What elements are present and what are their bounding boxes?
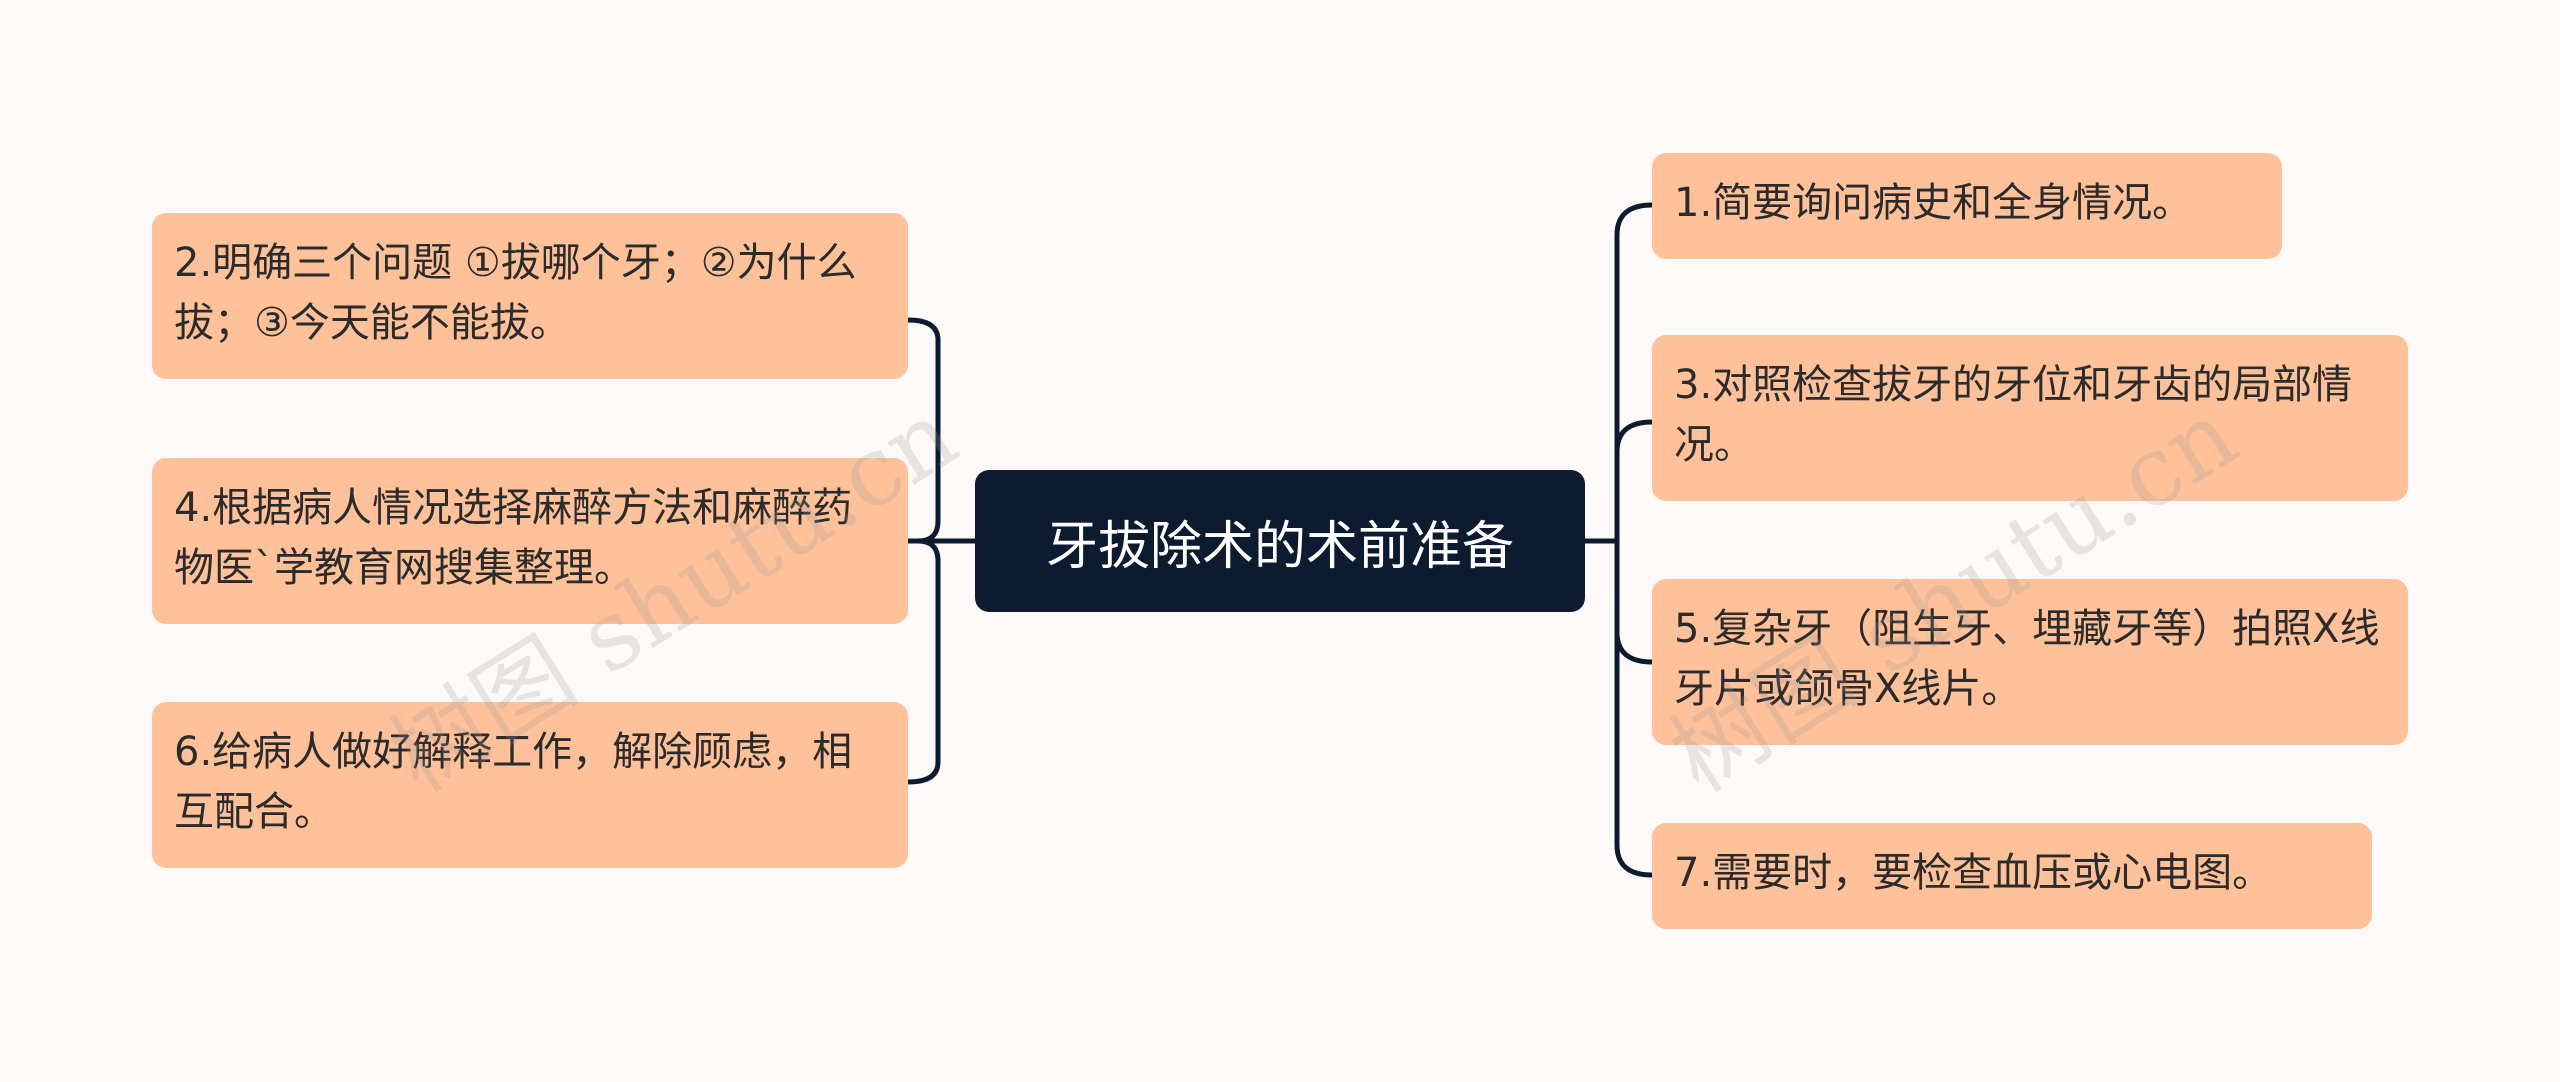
connector-right-node-4: [1614, 538, 1655, 878]
central-topic[interactable]: 牙拔除术的术前准备: [975, 470, 1585, 612]
connector-right-node-3: [1614, 538, 1655, 665]
topic-node-4[interactable]: 4.根据病人情况选择麻醉方法和麻醉药物医`学教育网搜集整理。: [152, 458, 908, 624]
topic-node-label: 6.给病人做好解释工作，解除顾虑，相互配合。: [174, 729, 853, 835]
topic-node-label: 4.根据病人情况选择麻醉方法和麻醉药物医`学教育网搜集整理。: [174, 485, 853, 591]
topic-node-label: 5.复杂牙（阻生牙、埋藏牙等）拍照X线牙片或颌骨X线片。: [1674, 606, 2380, 712]
connector-left-node-3: [905, 538, 941, 785]
topic-node-label: 7.需要时，要检查血压或心电图。: [1674, 850, 2273, 896]
connector-left-node-1: [905, 317, 941, 544]
connector-right-node-2: [1614, 419, 1655, 544]
topic-node-3[interactable]: 3.对照检查拔牙的牙位和牙齿的局部情况。: [1652, 335, 2408, 501]
topic-node-7[interactable]: 7.需要时，要检查血压或心电图。: [1652, 823, 2372, 929]
topic-node-6[interactable]: 6.给病人做好解释工作，解除顾虑，相互配合。: [152, 702, 908, 868]
central-topic-label: 牙拔除术的术前准备: [1045, 516, 1514, 577]
topic-node-5[interactable]: 5.复杂牙（阻生牙、埋藏牙等）拍照X线牙片或颌骨X线片。: [1652, 579, 2408, 745]
connector-right-node-1: [1614, 202, 1655, 544]
topic-node-1[interactable]: 1.简要询问病史和全身情况。: [1652, 153, 2282, 259]
topic-node-2[interactable]: 2.明确三个问题 ①拔哪个牙；②为什么拔；③今天能不能拔。: [152, 213, 908, 379]
topic-node-label: 2.明确三个问题 ①拔哪个牙；②为什么拔；③今天能不能拔。: [174, 240, 857, 346]
topic-node-label: 1.简要询问病史和全身情况。: [1674, 180, 2193, 226]
topic-node-label: 3.对照检查拔牙的牙位和牙齿的局部情况。: [1674, 362, 2353, 468]
